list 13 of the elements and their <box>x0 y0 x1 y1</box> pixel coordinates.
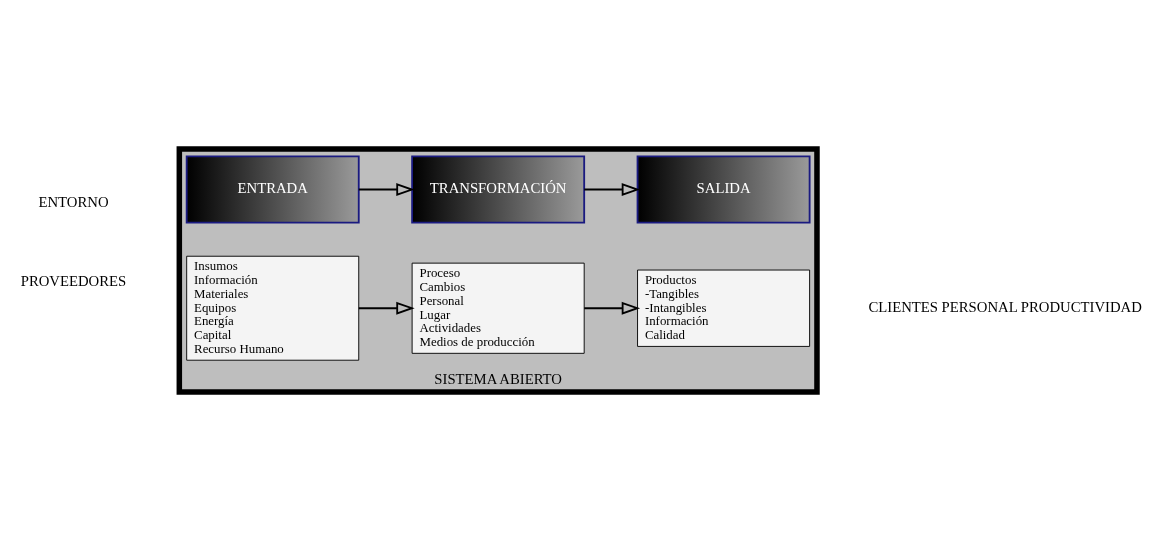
arrow <box>583 182 641 196</box>
node-box: Insumos Información Materiales Equipos Energía Capital Recurso Humano <box>186 255 360 361</box>
label: ENTORNO <box>38 193 109 210</box>
node-box: ENTRADA <box>185 155 360 224</box>
label: PROVEEDORES <box>20 272 127 289</box>
arrow <box>583 301 641 315</box>
node-box: Productos -Tangibles -Intangibles Información Calidad <box>637 269 811 347</box>
node-box: SALIDA <box>636 155 811 224</box>
label: CLIENTES PERSONAL PRODUCTIVIDAD <box>868 298 1142 315</box>
node-box: TRANSFORMACIÓN <box>411 155 586 224</box>
arrow <box>357 301 415 315</box>
node-box: Proceso Cambios Personal Lugar Actividades Medios de producción <box>411 262 585 354</box>
arrow <box>357 182 415 196</box>
